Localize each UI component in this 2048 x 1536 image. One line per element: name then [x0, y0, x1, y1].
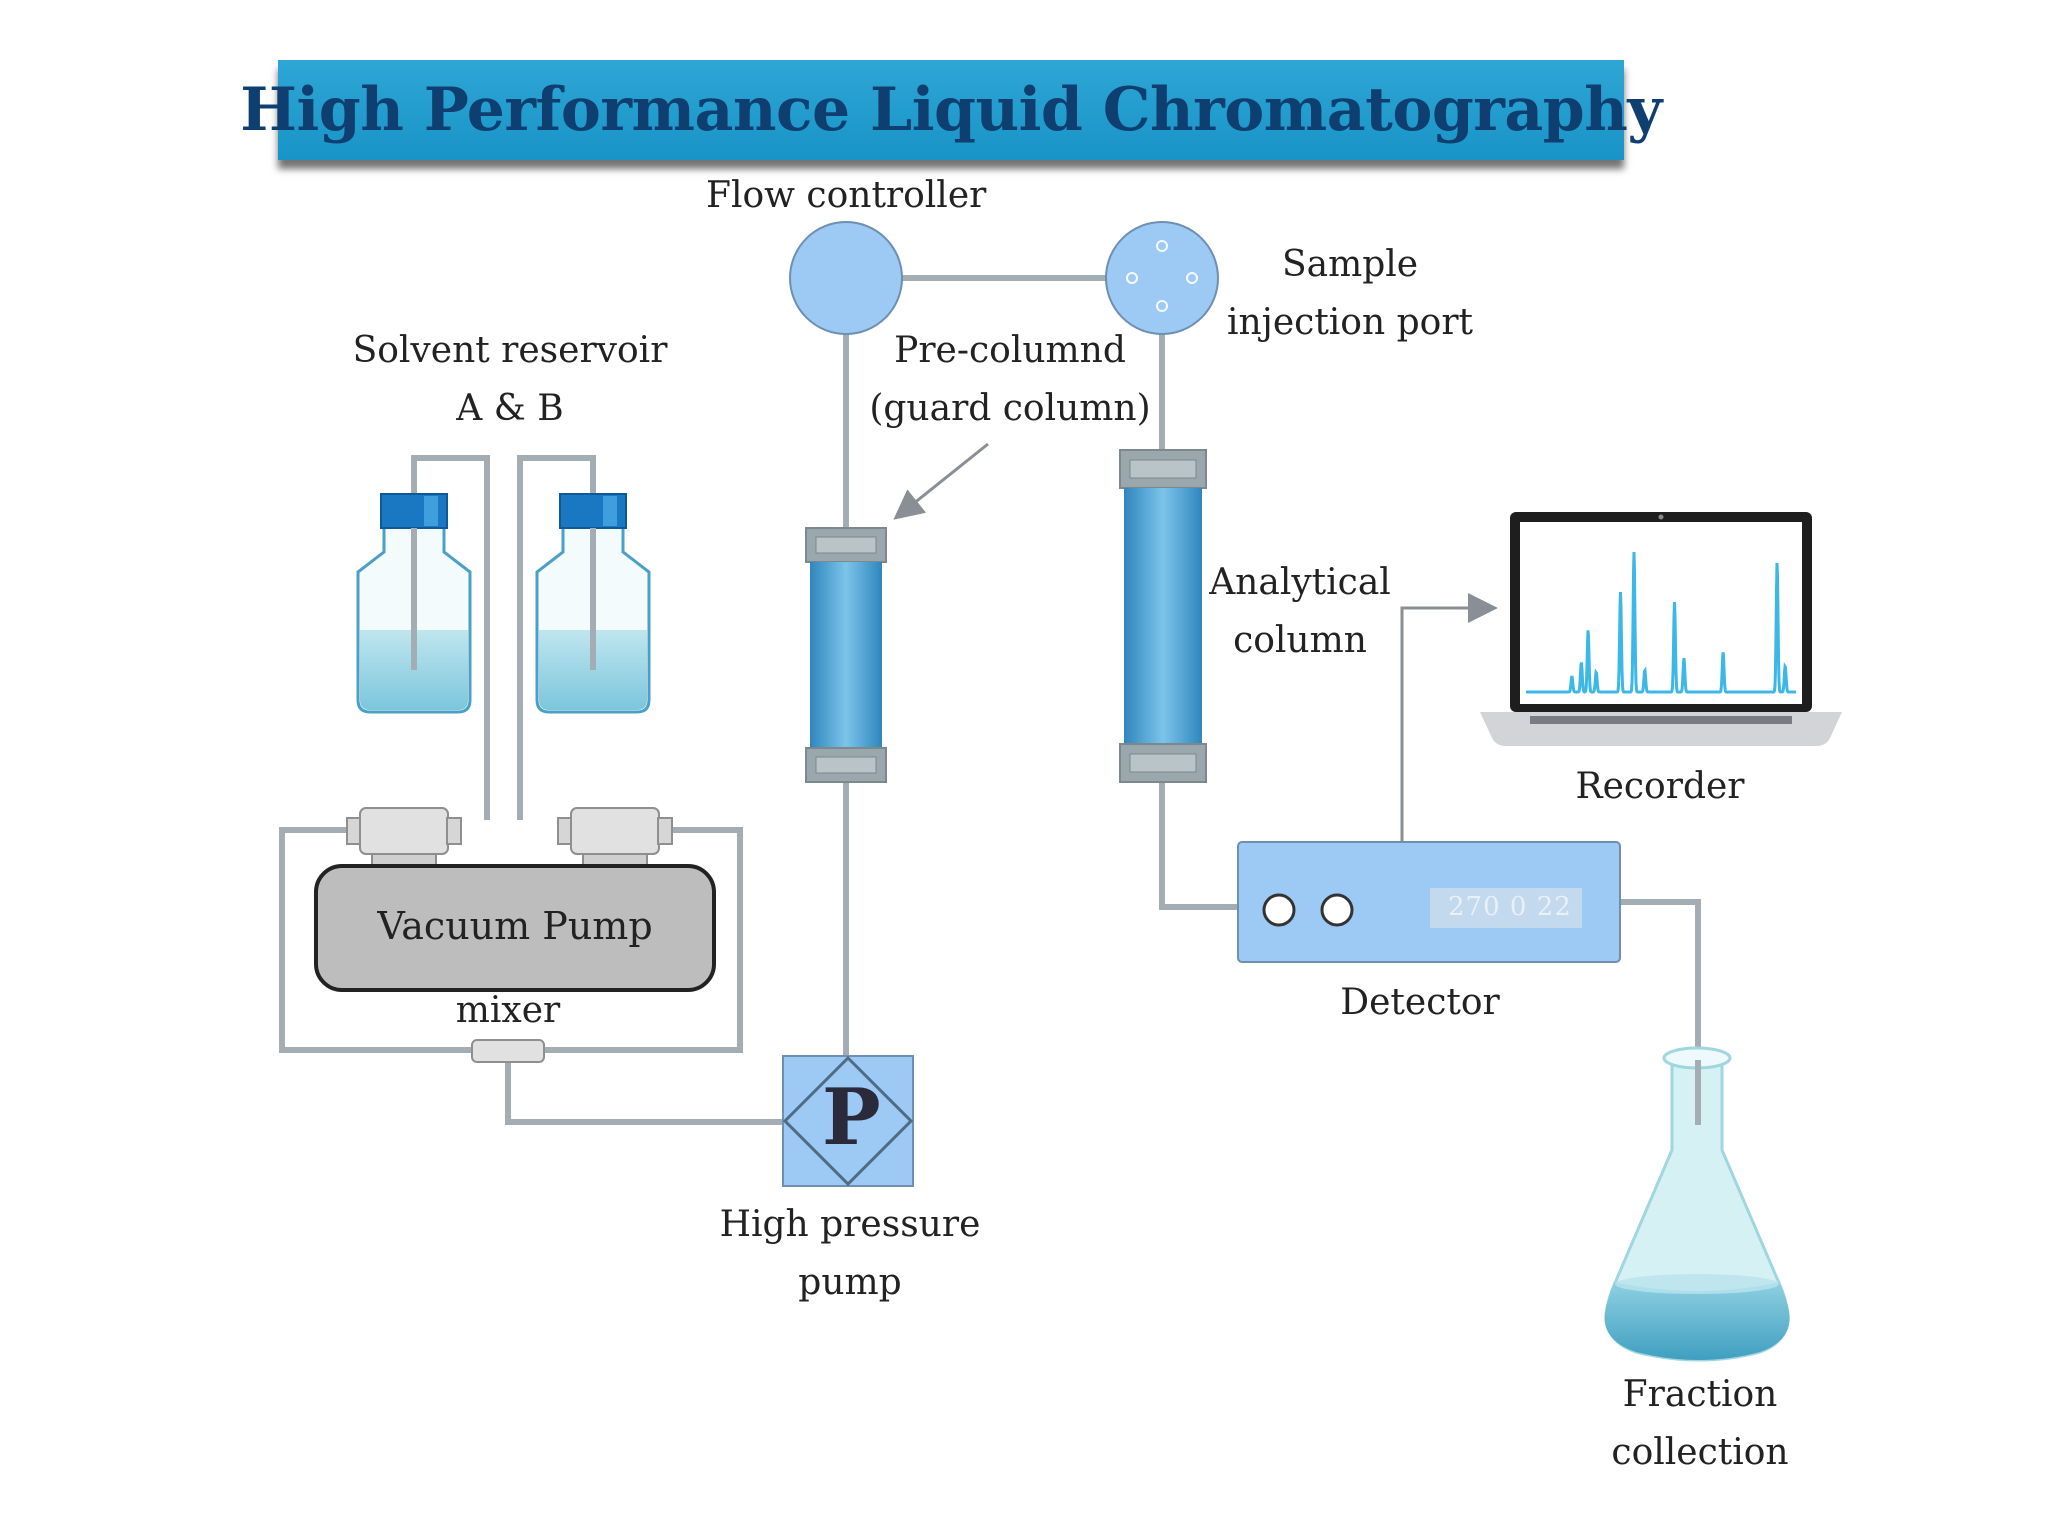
label-line: Recorder	[1575, 766, 1745, 807]
label-fraction-collection: Fraction collection	[1580, 1366, 1820, 1482]
degasser-fitting-left	[346, 807, 462, 867]
tube-degasser-loop-right	[538, 827, 743, 1053]
label-line: pump	[798, 1262, 902, 1303]
label-line: High pressure	[719, 1204, 981, 1245]
tube-degasser-loop-left	[279, 827, 478, 1053]
erlenmeyer-flask-icon	[1604, 1046, 1790, 1362]
chromatogram-trace	[1526, 551, 1796, 694]
label-line: Sample	[1281, 244, 1419, 285]
label-line: column	[1233, 620, 1367, 661]
label-line: A & B	[456, 388, 564, 429]
label-mixer: mixer	[420, 982, 596, 1040]
degasser-fitting-right	[557, 807, 673, 867]
label-analytical-column: Analytical column	[1200, 554, 1400, 670]
label-line: injection port	[1226, 302, 1473, 343]
tube-mixer-to-pump	[505, 1060, 783, 1125]
label-line: Flow controller	[706, 175, 987, 216]
vacuum-pump-label: Vacuum Pump	[377, 904, 653, 948]
label-detector: Detector	[1320, 974, 1520, 1032]
laptop-icon	[1480, 512, 1842, 746]
label-line: Solvent reservoir	[352, 330, 668, 371]
label-line: Analytical	[1209, 562, 1391, 603]
label-line: mixer	[455, 990, 561, 1031]
label-line: Fraction	[1622, 1374, 1778, 1415]
guard-column-pointer	[893, 442, 989, 520]
label-line: (guard column)	[869, 388, 1151, 429]
label-sample-injection-port: Sample injection port	[1220, 236, 1480, 352]
title-banner: High Performance Liquid Chromatography	[240, 60, 1662, 160]
label-line: Pre-columnd	[894, 330, 1126, 371]
label-pre-column: Pre-columnd (guard column)	[860, 322, 1160, 438]
label-flow-controller: Flow controller	[706, 167, 986, 225]
mixer	[471, 1039, 545, 1063]
guard-column	[805, 527, 887, 783]
detector	[1237, 841, 1621, 963]
bottle-icon	[535, 493, 651, 714]
analytical-column	[1119, 449, 1207, 783]
flow-controller	[789, 221, 903, 335]
label-line: Detector	[1340, 982, 1500, 1023]
diagram-title: High Performance Liquid Chromatography	[240, 75, 1662, 145]
tube-column-to-detector	[1159, 780, 1238, 910]
label-line: collection	[1611, 1432, 1789, 1473]
label-solvent-reservoir: Solvent reservoir A & B	[340, 322, 680, 438]
sample-injection-port	[1105, 221, 1219, 335]
vacuum-pump	[314, 864, 716, 992]
signal-line-detector-to-recorder	[1400, 593, 1498, 842]
pump-diamond-icon	[782, 1055, 914, 1187]
tubing	[279, 275, 1701, 1125]
pump-symbol: P	[822, 1072, 881, 1163]
label-recorder: Recorder	[1560, 758, 1760, 816]
label-high-pressure-pump: High pressure pump	[700, 1196, 1000, 1312]
detector-readout: 270 0 22	[1448, 892, 1572, 922]
bottle-icon	[356, 493, 472, 714]
